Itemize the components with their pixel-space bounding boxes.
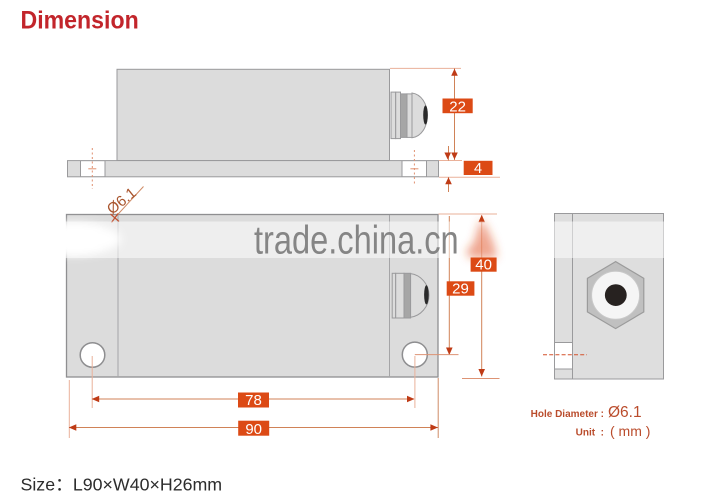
svg-text:Hole Diameter :: Hole Diameter :	[531, 409, 604, 420]
svg-text:22: 22	[449, 99, 466, 116]
svg-text:Dimension: Dimension	[21, 6, 139, 34]
svg-text:trade.china.cn: trade.china.cn	[254, 217, 459, 262]
svg-text:90: 90	[245, 421, 262, 438]
svg-text:Size：L90×W40×H26mm: Size：L90×W40×H26mm	[21, 474, 223, 494]
svg-text:Unit :: Unit :	[576, 428, 604, 439]
svg-text:40: 40	[475, 257, 492, 274]
svg-text:Ø6.1: Ø6.1	[608, 404, 642, 421]
svg-text:29: 29	[452, 281, 469, 298]
svg-text:( mm ): ( mm )	[610, 423, 650, 439]
svg-text:78: 78	[245, 392, 262, 409]
svg-text:4: 4	[474, 161, 482, 177]
